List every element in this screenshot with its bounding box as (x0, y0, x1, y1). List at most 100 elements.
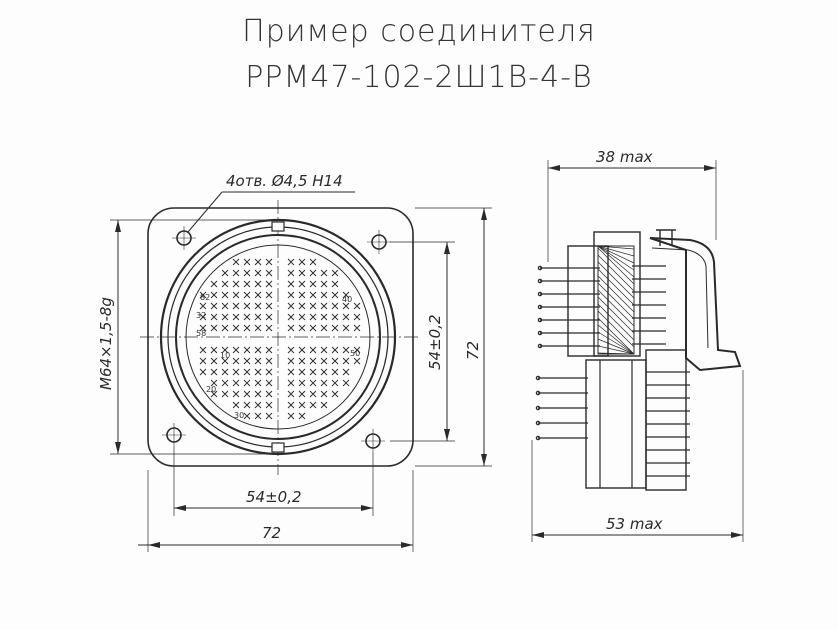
contact-mark (265, 368, 273, 376)
contact-mark (287, 401, 295, 409)
contact-mark (221, 280, 229, 288)
contact-mark (331, 302, 339, 310)
hatch-line (597, 338, 635, 355)
contact-mark (287, 390, 295, 398)
pin-tip (537, 343, 543, 349)
hatch-line (597, 352, 635, 355)
contact-mark (221, 390, 229, 398)
contact-mark (287, 302, 295, 310)
contact-mark (331, 269, 339, 277)
overall-height: 72 (464, 341, 482, 360)
contact-mark (221, 291, 229, 299)
contact-mark (320, 313, 328, 321)
contact-mark (210, 368, 218, 376)
contact-mark (342, 379, 350, 387)
contact-mark (298, 313, 306, 321)
contact-mark (287, 280, 295, 288)
contact-mark (331, 357, 339, 365)
contact-mark (199, 368, 207, 376)
contact-mark (221, 346, 229, 354)
contact-mark (243, 368, 251, 376)
contact-mark (309, 313, 317, 321)
contact-mark (232, 313, 240, 321)
mount-spacing-vertical: 54±0,2 (426, 314, 444, 370)
hatch-line (597, 303, 635, 341)
contact-mark (320, 368, 328, 376)
contact-mark (331, 368, 339, 376)
contact-mark (320, 280, 328, 288)
contact-mark (199, 291, 207, 299)
hole-callout: 4отв. Ø4,5 H14 (226, 172, 343, 190)
pin-tip (535, 420, 541, 426)
contact-mark (210, 346, 218, 354)
contact-mark (221, 379, 229, 387)
pin-number: 40 (342, 295, 352, 304)
contact-mark (309, 324, 317, 332)
contact-mark (210, 390, 218, 398)
contact-mark (199, 357, 207, 365)
contact-mark (254, 357, 262, 365)
contact-mark (254, 412, 262, 420)
contact-mark (298, 357, 306, 365)
hatch-line (597, 245, 635, 250)
contact-mark (232, 269, 240, 277)
contact-mark (320, 302, 328, 310)
hatch-line (597, 345, 635, 355)
contact-mark (243, 291, 251, 299)
pin-number: 58 (196, 329, 206, 338)
contact-mark (287, 269, 295, 277)
contact-mark (199, 313, 207, 321)
contact-mark (298, 346, 306, 354)
contact-mark (254, 379, 262, 387)
key-notch-top (271, 221, 285, 232)
contact-mark (320, 324, 328, 332)
contact-mark (331, 291, 339, 299)
contact-mark (342, 302, 350, 310)
hatch-line (597, 310, 635, 348)
contact-mark (232, 368, 240, 376)
contact-mark (232, 379, 240, 387)
contact-mark (221, 368, 229, 376)
contact-mark (265, 280, 273, 288)
contact-mark (287, 412, 295, 420)
contact-mark (320, 346, 328, 354)
contact-mark (221, 324, 229, 332)
contact-mark (265, 302, 273, 310)
contact-mark (287, 368, 295, 376)
hatch-line (597, 275, 635, 313)
contact-mark (199, 346, 207, 354)
hatch-line (597, 324, 635, 355)
pin-tip (537, 278, 543, 284)
contact-mark (309, 368, 317, 376)
hatch-line (597, 296, 635, 334)
contact-mark (232, 324, 240, 332)
contact-mark (254, 401, 262, 409)
pin-tip (535, 435, 541, 441)
side-bottom-dimension: 53 max (606, 515, 663, 533)
contact-mark (309, 269, 317, 277)
contact-mark (254, 313, 262, 321)
contact-mark (221, 269, 229, 277)
contact-mark (342, 346, 350, 354)
contact-mark (309, 379, 317, 387)
contact-mark (298, 368, 306, 376)
pin-tip (535, 390, 541, 396)
contact-mark (243, 412, 251, 420)
contact-mark (265, 291, 273, 299)
contact-mark (265, 401, 273, 409)
contact-mark (243, 258, 251, 266)
pin-tip (535, 405, 541, 411)
contact-mark (232, 258, 240, 266)
pin-tip (537, 265, 543, 271)
hatch-line (597, 268, 635, 306)
key-notch-bottom (271, 442, 285, 453)
contact-mark (298, 324, 306, 332)
side-view: 38 max 53 max (531, 148, 744, 542)
contact-mark (243, 401, 251, 409)
contact-mark (254, 291, 262, 299)
contact-mark (254, 324, 262, 332)
contact-mark (287, 346, 295, 354)
contact-mark (331, 324, 339, 332)
hatch-line (597, 245, 635, 278)
